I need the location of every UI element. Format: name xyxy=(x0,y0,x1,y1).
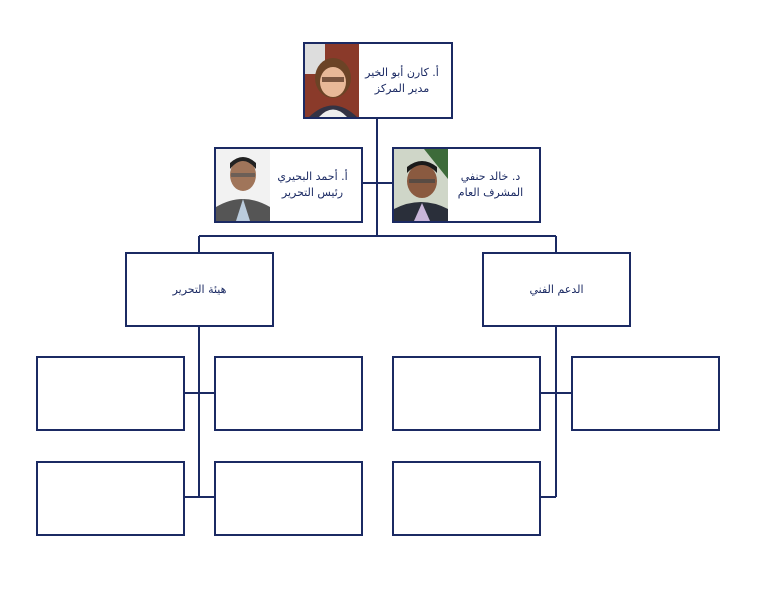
editorial-board-box: هيئة التحرير xyxy=(125,252,274,327)
editor-in-chief-box: أ. أحمد البحيري رئيس التحرير xyxy=(214,147,363,223)
editorial-board-label: هيئة التحرير xyxy=(172,282,227,296)
supervisor-photo xyxy=(394,149,448,221)
director-title: مدير المركز xyxy=(374,81,430,95)
director-box: أ. كارن أبو الخير مدير المركز xyxy=(303,42,453,119)
empty-position-box xyxy=(571,356,720,431)
empty-position-box xyxy=(36,356,185,431)
supervisor-title: المشرف العام xyxy=(457,186,524,199)
technical-support-box: الدعم الفني xyxy=(482,252,631,327)
director-photo xyxy=(305,44,359,117)
empty-position-box xyxy=(392,356,541,431)
editor-in-chief-title: رئيس التحرير xyxy=(281,186,344,199)
empty-position-box xyxy=(214,461,363,536)
empty-position-box xyxy=(36,461,185,536)
director-name: أ. كارن أبو الخير xyxy=(365,65,439,79)
editor-in-chief-text: أ. أحمد البحيري رئيس التحرير xyxy=(270,149,355,221)
director-text: أ. كارن أبو الخير مدير المركز xyxy=(359,44,445,117)
supervisor-text: د. خالد حنفي المشرف العام xyxy=(448,149,533,221)
empty-position-box xyxy=(392,461,541,536)
technical-support-label: الدعم الفني xyxy=(529,282,584,296)
empty-position-box xyxy=(214,356,363,431)
supervisor-name: د. خالد حنفي xyxy=(460,170,521,183)
editor-in-chief-name: أ. أحمد البحيري xyxy=(277,170,348,183)
supervisor-box: د. خالد حنفي المشرف العام xyxy=(392,147,541,223)
editor-in-chief-photo xyxy=(216,149,270,221)
